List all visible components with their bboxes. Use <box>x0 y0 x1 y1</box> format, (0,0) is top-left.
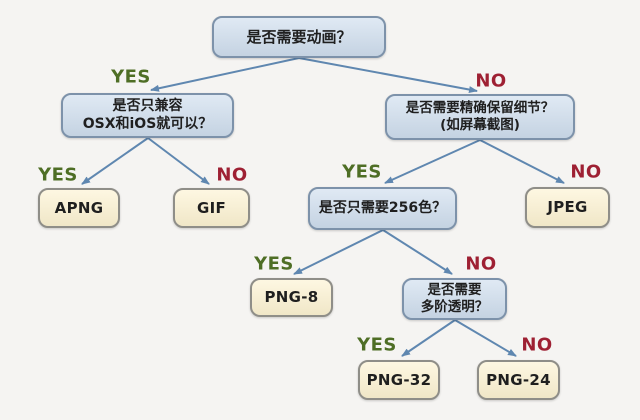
edge-label-detail-no: NO <box>570 161 602 183</box>
edge-label-compat-yes: YES <box>38 164 78 186</box>
arrow-compat-to-gif <box>147 137 210 185</box>
arrow-root-to-compat <box>150 57 300 92</box>
edge-label-compat-no: NO <box>216 164 248 186</box>
arrow-trans-to-png24 <box>454 319 517 357</box>
node-only-256-colors: 是否只需要256色？ <box>308 187 457 230</box>
arrow-detail-to-colors <box>384 139 481 184</box>
arrow-compat-to-apng <box>81 137 149 185</box>
arrow-trans-to-png32 <box>401 319 456 357</box>
node-png8: PNG-8 <box>250 278 333 317</box>
arrow-colors-to-trans <box>382 229 453 275</box>
edge-label-colors-yes: YES <box>254 253 294 275</box>
node-png24: PNG-24 <box>477 360 560 400</box>
edge-label-root-yes: YES <box>111 66 151 88</box>
node-preserve-detail: 是否需要精确保留细节？ (如屏幕截图) <box>385 94 575 140</box>
node-osx-ios-compat: 是否只兼容 OSX和iOS就可以？ <box>61 93 234 138</box>
node-multi-level-transparency: 是否需要 多阶透明？ <box>402 278 507 320</box>
edge-label-trans-no: NO <box>521 334 553 356</box>
edge-label-trans-yes: YES <box>357 334 397 356</box>
edge-label-root-no: NO <box>475 70 507 92</box>
node-apng: APNG <box>38 188 120 228</box>
edge-label-detail-yes: YES <box>342 161 382 183</box>
arrow-detail-to-jpeg <box>479 139 565 184</box>
edge-label-colors-no: NO <box>465 253 497 275</box>
node-png32: PNG-32 <box>358 360 440 400</box>
node-need-animation: 是否需要动画？ <box>212 16 386 58</box>
node-jpeg: JPEG <box>525 187 610 228</box>
arrow-root-to-detail <box>298 57 478 93</box>
node-gif: GIF <box>173 188 250 228</box>
arrow-colors-to-png8 <box>293 229 384 275</box>
